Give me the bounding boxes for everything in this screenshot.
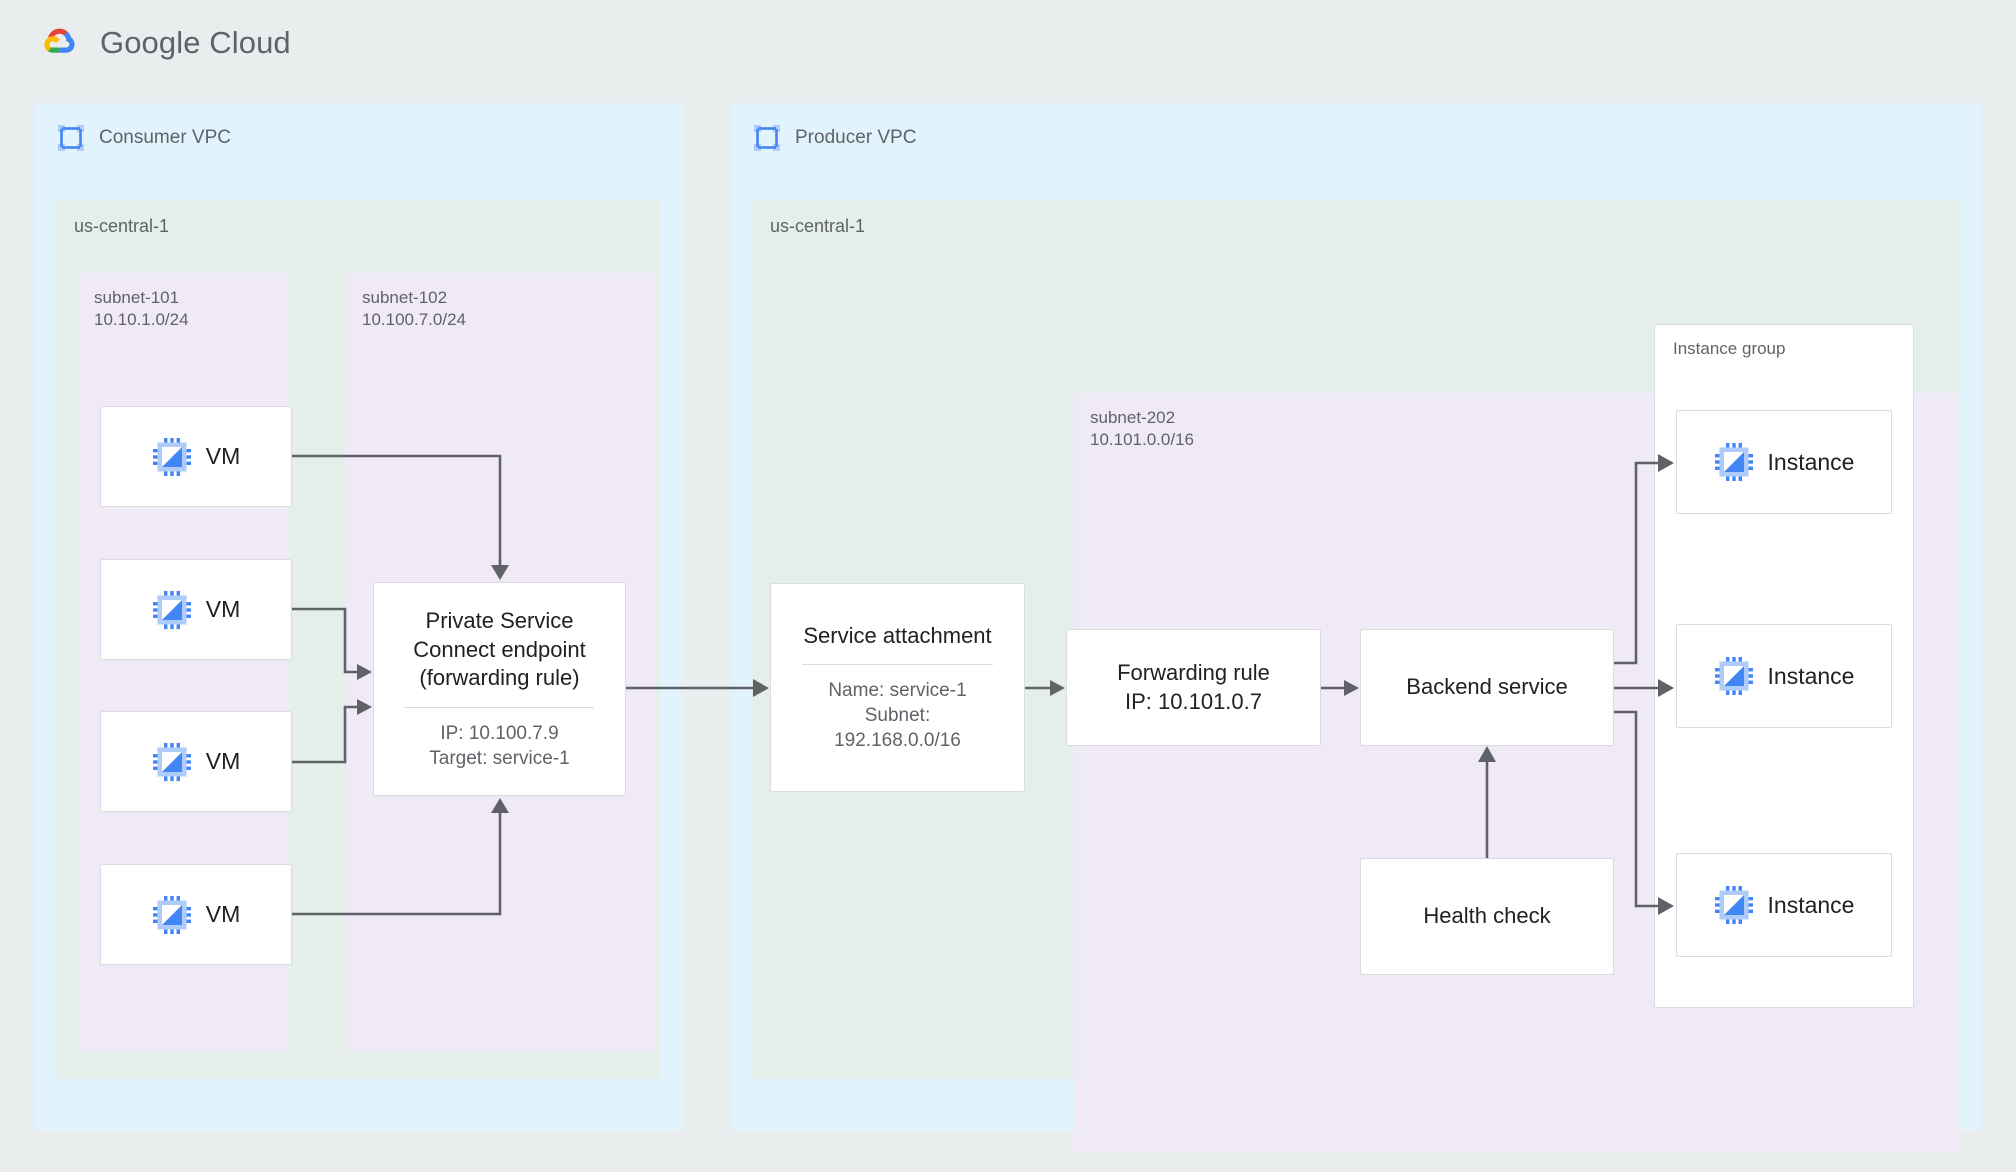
vm-chip-icon xyxy=(152,742,192,782)
subnet-102-label: subnet-102 10.100.7.0/24 xyxy=(362,288,466,330)
instance-node-2[interactable]: Instance xyxy=(1676,624,1892,728)
vpc-network-icon xyxy=(752,123,782,153)
subnet-101-label: subnet-101 10.10.1.0/24 xyxy=(94,288,189,330)
health-check-node[interactable]: Health check xyxy=(1360,858,1614,975)
brand-name: Google Cloud xyxy=(100,25,291,60)
service-attachment-node[interactable]: Service attachment Name: service-1 Subne… xyxy=(770,583,1025,792)
vm-node-3[interactable]: VM xyxy=(100,711,292,812)
vm-chip-icon xyxy=(152,895,192,935)
vm-node-4-label: VM xyxy=(205,901,241,927)
vm-chip-icon xyxy=(1714,656,1754,696)
vpc-network-icon xyxy=(56,123,86,153)
vm-node-4[interactable]: VM xyxy=(100,864,292,965)
consumer-vpc-label: Consumer VPC xyxy=(99,127,231,148)
vm-chip-icon xyxy=(1714,885,1754,925)
subnet-202-label: subnet-202 10.101.0.0/16 xyxy=(1090,408,1194,450)
backend-service-node[interactable]: Backend service xyxy=(1360,629,1614,746)
psc-endpoint-details: IP: 10.100.7.9 Target: service-1 xyxy=(429,722,570,769)
instance-node-1-label: Instance xyxy=(1767,448,1855,475)
psc-endpoint-title: Private Service Connect endpoint (forwar… xyxy=(413,608,586,691)
instance-group-label: Instance group xyxy=(1673,339,1786,358)
vm-chip-icon xyxy=(152,590,192,630)
backend-service-title: Backend service xyxy=(1406,674,1568,700)
instance-node-2-label: Instance xyxy=(1767,662,1855,689)
service-attachment-divider xyxy=(801,664,994,666)
service-attachment-title: Service attachment xyxy=(803,622,992,648)
producer-region-label: us-central-1 xyxy=(770,216,866,236)
forwarding-rule-title: Forwarding rule IP: 10.101.0.7 xyxy=(1117,659,1270,714)
google-cloud-logo-icon xyxy=(34,22,84,64)
vm-chip-icon xyxy=(1714,442,1754,482)
consumer-region-label: us-central-1 xyxy=(74,216,170,236)
psc-endpoint-divider xyxy=(404,706,595,708)
vm-node-2[interactable]: VM xyxy=(100,559,292,660)
consumer-vpc-header: Consumer VPC xyxy=(56,123,231,153)
forwarding-rule-node[interactable]: Forwarding rule IP: 10.101.0.7 xyxy=(1066,629,1321,746)
producer-vpc-header: Producer VPC xyxy=(752,123,916,153)
google-cloud-brand: Google Cloud xyxy=(34,22,291,64)
vm-node-3-label: VM xyxy=(205,748,241,774)
producer-vpc-label: Producer VPC xyxy=(795,127,917,148)
psc-endpoint-node[interactable]: Private Service Connect endpoint (forwar… xyxy=(373,582,626,796)
service-attachment-details: Name: service-1 Subnet: 192.168.0.0/16 xyxy=(828,680,967,752)
instance-node-1[interactable]: Instance xyxy=(1676,410,1892,514)
vm-node-1[interactable]: VM xyxy=(100,406,292,507)
vm-chip-icon xyxy=(152,437,192,477)
instance-node-3[interactable]: Instance xyxy=(1676,853,1892,957)
vm-node-2-label: VM xyxy=(205,596,241,622)
vm-node-1-label: VM xyxy=(205,443,241,469)
instance-node-3-label: Instance xyxy=(1767,891,1855,918)
health-check-title: Health check xyxy=(1423,903,1551,929)
